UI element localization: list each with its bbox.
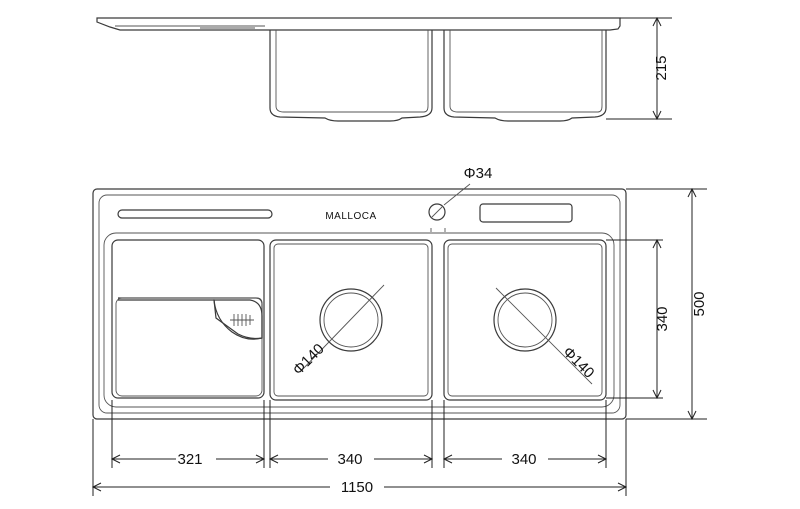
right-drain-diameter-label: Φ140: [559, 344, 597, 382]
width-left-label: 321: [177, 451, 202, 468]
dim-321-bg: [176, 449, 216, 467]
width-total-label: 1150: [341, 479, 373, 496]
width-right-label: 340: [511, 451, 536, 468]
dim-1150-bg: [330, 477, 384, 495]
brand-label: MALLOCA: [325, 211, 376, 222]
bowl-height-label: 340: [654, 306, 671, 331]
depth-label: 215: [653, 55, 670, 80]
overflow-hole-label: Φ34: [464, 165, 493, 182]
dim-340-mid-bg: [328, 449, 374, 467]
left-drain-diameter-label: Φ140: [290, 341, 328, 379]
total-height-label: 500: [691, 291, 708, 316]
width-mid-label: 340: [337, 451, 362, 468]
top-view: [91, 183, 707, 496]
side-view: [96, 16, 672, 122]
dim-340-right-bg: [502, 449, 548, 467]
